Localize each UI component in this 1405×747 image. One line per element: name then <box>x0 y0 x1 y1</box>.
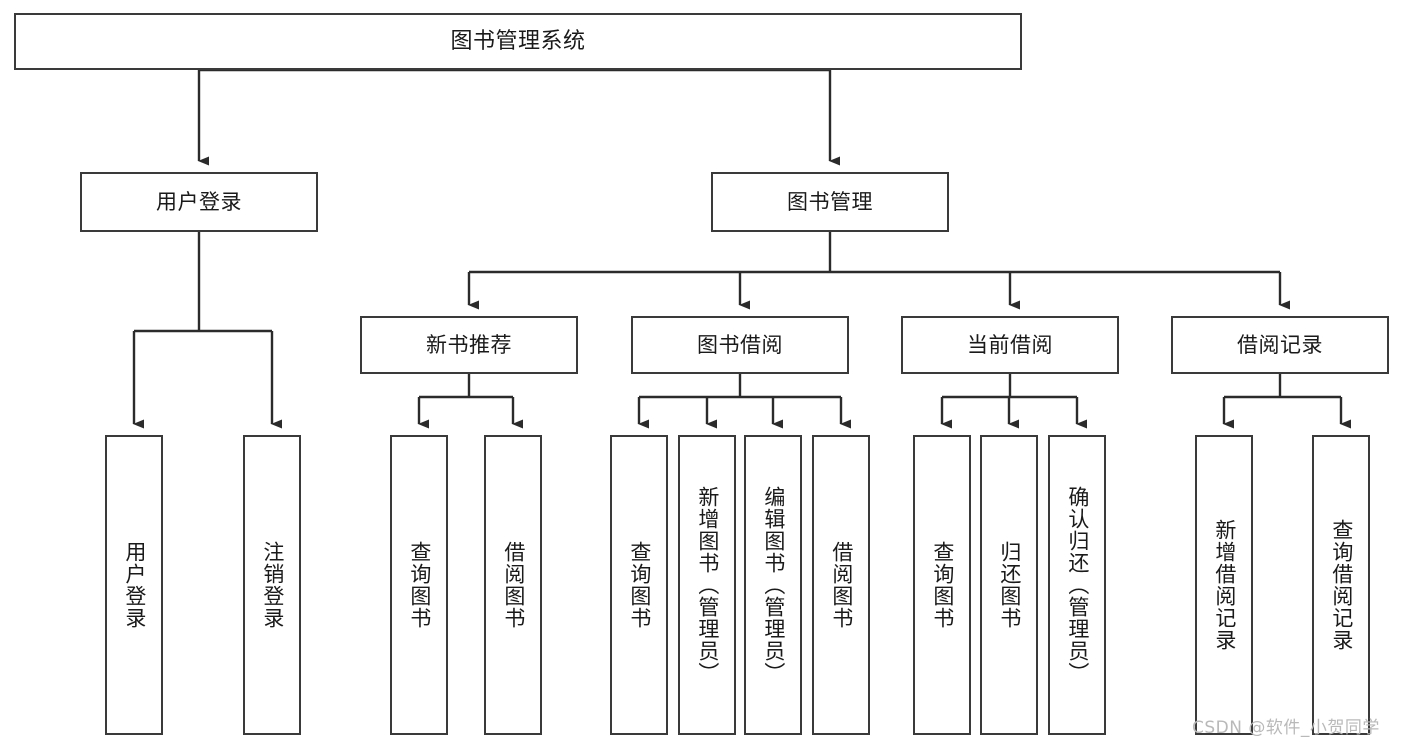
node-borrow-record[interactable]: 借阅记录 <box>1171 316 1389 374</box>
node-label-leaf-return-book: 归还图书 <box>997 541 1022 629</box>
node-leaf-logout[interactable]: 注销登录 <box>243 435 301 735</box>
node-root[interactable]: 图书管理系统 <box>14 13 1022 70</box>
node-label-book-borrow: 图书借阅 <box>697 332 783 357</box>
node-label-leaf-query-book-1: 查询图书 <box>407 541 432 629</box>
node-leaf-query-record[interactable]: 查询借阅记录 <box>1312 435 1370 735</box>
node-label-leaf-query-book-2: 查询图书 <box>627 541 652 629</box>
node-user-login[interactable]: 用户登录 <box>80 172 318 232</box>
node-current-borrow[interactable]: 当前借阅 <box>901 316 1119 374</box>
node-label-borrow-record: 借阅记录 <box>1237 332 1323 357</box>
node-leaf-query-book-2[interactable]: 查询图书 <box>610 435 668 735</box>
node-book-borrow[interactable]: 图书借阅 <box>631 316 849 374</box>
node-leaf-add-book[interactable]: 新增图书（管理员） <box>678 435 736 735</box>
node-leaf-add-record[interactable]: 新增借阅记录 <box>1195 435 1253 735</box>
node-label-leaf-user-login: 用户登录 <box>122 541 147 629</box>
node-leaf-confirm-return[interactable]: 确认归还（管理员） <box>1048 435 1106 735</box>
node-book-manage[interactable]: 图书管理 <box>711 172 949 232</box>
node-label-root: 图书管理系统 <box>450 28 586 54</box>
node-label-leaf-borrow-book-1: 借阅图书 <box>501 541 526 629</box>
node-label-current-borrow: 当前借阅 <box>967 332 1053 357</box>
node-leaf-query-book-1[interactable]: 查询图书 <box>390 435 448 735</box>
node-label-leaf-borrow-book-2: 借阅图书 <box>829 541 854 629</box>
node-leaf-edit-book[interactable]: 编辑图书（管理员） <box>744 435 802 735</box>
node-label-leaf-query-record: 查询借阅记录 <box>1329 519 1354 651</box>
node-label-leaf-logout: 注销登录 <box>260 541 285 629</box>
node-new-book-rec[interactable]: 新书推荐 <box>360 316 578 374</box>
node-label-user-login: 用户登录 <box>156 189 242 214</box>
node-label-new-book-rec: 新书推荐 <box>426 332 512 357</box>
node-label-leaf-confirm-return: 确认归还（管理员） <box>1065 486 1090 684</box>
node-leaf-borrow-book-1[interactable]: 借阅图书 <box>484 435 542 735</box>
node-label-book-manage: 图书管理 <box>787 189 873 214</box>
node-leaf-query-book-3[interactable]: 查询图书 <box>913 435 971 735</box>
node-label-leaf-add-record: 新增借阅记录 <box>1212 519 1237 651</box>
node-leaf-return-book[interactable]: 归还图书 <box>980 435 1038 735</box>
node-leaf-borrow-book-2[interactable]: 借阅图书 <box>812 435 870 735</box>
node-label-leaf-query-book-3: 查询图书 <box>930 541 955 629</box>
node-label-leaf-edit-book: 编辑图书（管理员） <box>761 486 786 684</box>
node-leaf-user-login[interactable]: 用户登录 <box>105 435 163 735</box>
node-label-leaf-add-book: 新增图书（管理员） <box>695 486 720 684</box>
